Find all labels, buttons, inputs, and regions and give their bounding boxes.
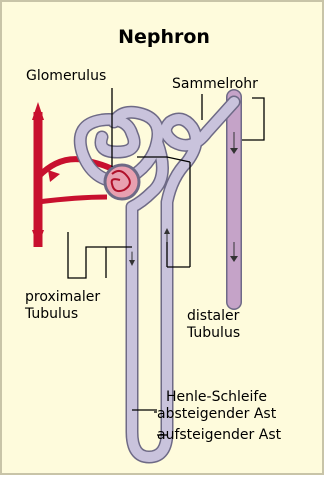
label-proximal-line1: proximaler [25,289,100,305]
label-descending-limb: absteigender Ast [157,406,276,422]
label-glomerulus: Glomerulus [26,68,106,84]
glomerulus [105,165,139,199]
collecting-duct [230,97,238,302]
label-distal-line1: distaler [187,308,239,324]
label-ascending-limb: aufsteigender Ast [157,427,281,443]
label-distal-line2: Tubulus [187,325,240,341]
label-sammelrohr: Sammelrohr [172,76,258,92]
label-henle-loop: Henle-Schleife [166,389,267,405]
label-proximal-line2: Tubulus [25,306,78,322]
